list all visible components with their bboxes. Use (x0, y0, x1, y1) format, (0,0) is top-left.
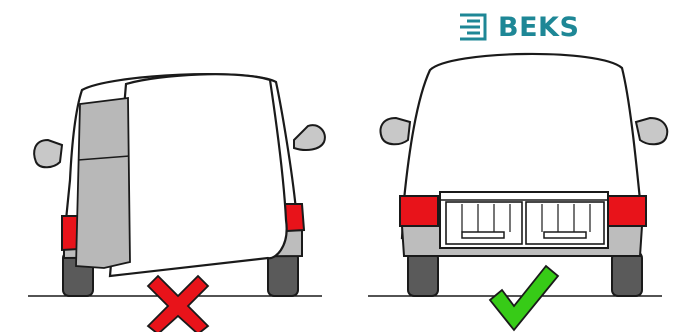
tire-right-rear-right-van (611, 251, 643, 297)
van-incorrect (28, 73, 326, 332)
mirror-right (293, 124, 326, 151)
brand-name: BEKS (498, 11, 580, 43)
brand-logo: BEKS (458, 12, 579, 42)
check-icon (488, 264, 560, 332)
tail-light-left-right-van (399, 195, 439, 227)
drawer-lines-icon (460, 13, 487, 41)
drawer-right-handle (543, 231, 587, 239)
drawer-right (525, 201, 605, 245)
mirror-left (33, 138, 64, 169)
door-panel-grey (75, 96, 131, 269)
tire-left-rear-right-van (407, 251, 439, 297)
van-correct (368, 52, 669, 332)
door-panel-seam (77, 155, 130, 161)
drawer-left (445, 201, 523, 245)
tail-light-right-right-van (607, 195, 647, 227)
cross-icon (146, 274, 210, 332)
mirror-left-right-van (379, 116, 412, 146)
rear-door-open (108, 73, 288, 278)
drawer-left-handle (461, 231, 505, 239)
mirror-right-right-van (634, 116, 669, 146)
